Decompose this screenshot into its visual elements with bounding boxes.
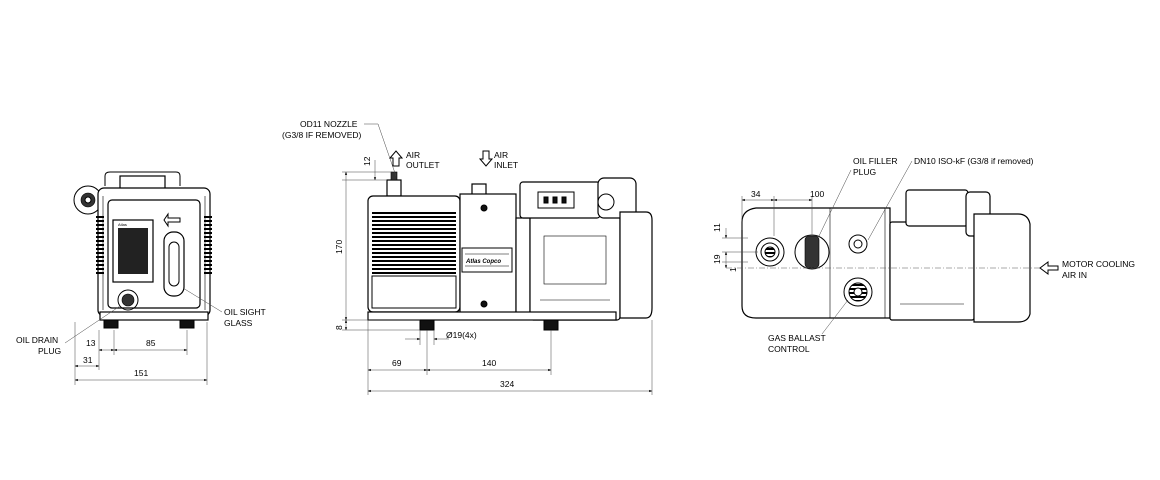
air-outlet-label-2: OUTLET bbox=[406, 160, 440, 170]
dim-8: 8 bbox=[334, 325, 344, 330]
oil-drain-label-2: PLUG bbox=[38, 346, 61, 356]
dim-151: 151 bbox=[134, 368, 148, 378]
dim-13: 13 bbox=[86, 338, 96, 348]
dim-12: 12 bbox=[362, 156, 372, 166]
dim-11: 11 bbox=[712, 223, 722, 232]
side-view: Atlas Copco OD11 NOZZLE (G3/8 IF REMOVED… bbox=[282, 119, 653, 395]
foot-diameter-label: Ø19(4x) bbox=[446, 330, 477, 340]
oil-sight-glass bbox=[163, 231, 185, 297]
motor-cooling-label-1: MOTOR COOLING bbox=[1062, 259, 1135, 269]
callout-od11: OD11 NOZZLE (G3/8 IF REMOVED) bbox=[282, 119, 397, 177]
air-outlet: AIR OUTLET bbox=[388, 150, 440, 170]
od11-sub-label: (G3/8 IF REMOVED) bbox=[282, 130, 362, 140]
top-view: 34 100 11 19 1 OIL FILLER PLUG DN10 ISO-… bbox=[712, 156, 1135, 354]
callout-oil-drain: OIL DRAIN PLUG bbox=[16, 305, 121, 356]
dim-140: 140 bbox=[482, 358, 496, 368]
front-window: Atlas bbox=[112, 219, 154, 283]
gas-ballast-label-2: CONTROL bbox=[768, 344, 810, 354]
oil-sight-label-1: OIL SIGHT bbox=[224, 307, 266, 317]
brand-plate: Atlas Copco bbox=[461, 247, 513, 273]
oil-filler-label-2: PLUG bbox=[853, 167, 876, 177]
oil-filler-plug bbox=[794, 234, 830, 270]
motor-junction-box bbox=[519, 177, 637, 219]
callout-gas-ballast: GAS BALLAST CONTROL bbox=[768, 299, 849, 354]
dim-31: 31 bbox=[83, 355, 93, 365]
gas-ballast-knob bbox=[843, 277, 873, 307]
top-dimensions: 34 100 11 19 1 bbox=[712, 189, 824, 272]
front-dimensions: 13 85 31 151 bbox=[74, 322, 208, 385]
dim-324: 324 bbox=[500, 379, 514, 389]
dim-1: 1 bbox=[728, 267, 738, 272]
oil-sight-label-2: GLASS bbox=[224, 318, 253, 328]
front-view: Atlas 13 85 31 bbox=[16, 171, 266, 385]
front-window-label: Atlas bbox=[118, 222, 127, 227]
dim-85: 85 bbox=[146, 338, 156, 348]
front-knob bbox=[73, 185, 103, 215]
gas-ballast-label-1: GAS BALLAST bbox=[768, 333, 826, 343]
air-inlet-label-2: INLET bbox=[494, 160, 518, 170]
dim-34: 34 bbox=[751, 189, 761, 199]
air-inlet: AIR INLET bbox=[478, 150, 518, 170]
dn10-label: DN10 ISO-kF (G3/8 if removed) bbox=[914, 156, 1034, 166]
od11-label: OD11 NOZZLE bbox=[300, 119, 358, 129]
dim-170: 170 bbox=[334, 240, 344, 254]
dim-69: 69 bbox=[392, 358, 402, 368]
oil-drain-label-1: OIL DRAIN bbox=[16, 335, 58, 345]
callout-dn10: DN10 ISO-kF (G3/8 if removed) bbox=[867, 156, 1034, 241]
air-outlet-label-1: AIR bbox=[406, 150, 420, 160]
motor-cooling-label-2: AIR IN bbox=[1062, 270, 1087, 280]
dim-100: 100 bbox=[810, 189, 824, 199]
callout-oil-sight: OIL SIGHT GLASS bbox=[182, 287, 266, 328]
callout-oil-filler: OIL FILLER PLUG bbox=[817, 156, 898, 239]
brand-logo: Atlas Copco bbox=[465, 259, 501, 265]
side-dimensions: 12 170 8 Ø19(4x) 69 140 324 bbox=[334, 156, 653, 395]
callout-motor-cooling: MOTOR COOLING AIR IN bbox=[1039, 259, 1135, 280]
oil-filler-label-1: OIL FILLER bbox=[853, 156, 898, 166]
dim-19: 19 bbox=[712, 254, 722, 264]
oil-drain-plug bbox=[117, 289, 139, 311]
air-inlet-label-1: AIR bbox=[494, 150, 508, 160]
od11-nozzle bbox=[386, 171, 402, 197]
